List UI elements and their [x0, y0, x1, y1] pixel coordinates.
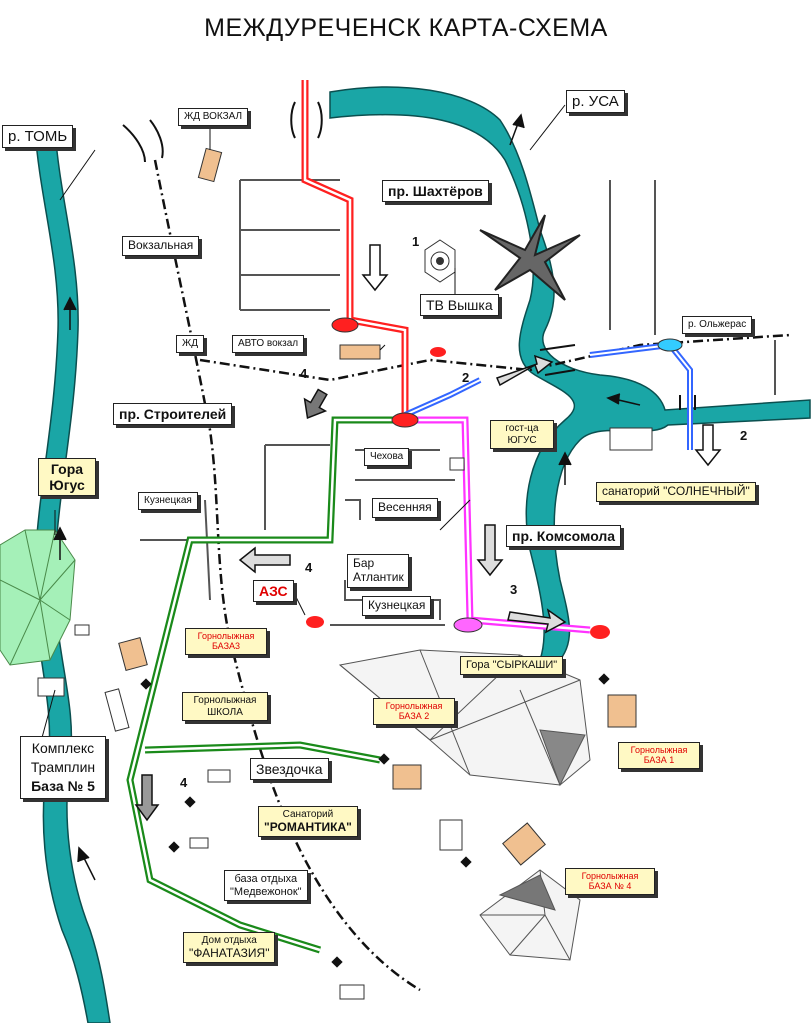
roundabout-south — [453, 617, 483, 633]
marker-number-4c: 4 — [180, 775, 188, 790]
tv-tower-icon — [424, 239, 456, 283]
marker-number-1: 1 — [412, 234, 420, 249]
roundabout-center — [391, 412, 419, 428]
label-pr-shakhterov: пр. Шахтёров — [382, 180, 489, 203]
label-base-medvezhonok: база отдыха"Медвежонок" — [224, 870, 308, 902]
label-ski-base3: Горнолыжная БАЗА3 — [185, 628, 267, 655]
bridge-marks — [122, 101, 696, 410]
marker-number-4b: 4 — [305, 560, 313, 575]
road-pr-komsomola — [405, 416, 591, 634]
zhd-vokzal-building-icon — [197, 147, 223, 183]
ski-base1-building-icon — [607, 694, 637, 728]
label-kuznetskaya-left: Кузнецкая — [138, 492, 198, 510]
label-dom-fantasia: Дом отдыха"ФАНАТАЗИЯ" — [183, 932, 276, 964]
label-hotel-yugus: гост-ца ЮГУС — [490, 420, 554, 449]
diamond-markers — [140, 673, 610, 968]
road-green — [126, 416, 400, 954]
gora-yugus-mountain — [0, 529, 76, 666]
road-pr-shakhterov — [301, 80, 409, 420]
marker-number-3: 3 — [510, 582, 518, 597]
roundabout-north — [331, 317, 359, 333]
marker-number-4a: 4 — [300, 366, 308, 381]
marker-number-2b: 2 — [740, 428, 748, 443]
label-zvezdochka: Звездочка — [250, 758, 329, 781]
building-icon — [104, 688, 130, 732]
label-chekhova: Чехова — [364, 448, 410, 466]
compass-star-icon — [479, 214, 581, 301]
map-title: МЕЖДУРЕЧЕНСК КАРТА-СХЕМА — [204, 14, 608, 42]
label-kuznetskaya: Кузнецкая — [362, 596, 432, 616]
road-blue — [403, 341, 693, 450]
marker-red-azs — [306, 616, 324, 628]
marker-number-2a: 2 — [462, 370, 470, 385]
label-river-tom: р. ТОМЬ — [2, 125, 74, 149]
building-icon — [207, 769, 231, 783]
leader-lines — [39, 104, 566, 746]
label-gora-yugus: Гора Югус — [38, 458, 96, 497]
mountain-south — [479, 869, 581, 961]
label-river-usa: р. УСА — [566, 90, 625, 114]
label-r-olzheras: р. Ольжерас — [682, 316, 753, 334]
label-gora-syrkashi: Гора "СЫРКАШИ" — [460, 656, 564, 675]
label-pr-stroiteley: пр. Строителей — [113, 403, 233, 426]
building-icon — [339, 984, 365, 1000]
roundabout-east — [657, 338, 683, 352]
marker-red-1 — [430, 347, 446, 357]
label-ski-base4: Горнолыжная БАЗА № 4 — [565, 868, 655, 895]
label-zhd-vokzal: ЖД ВОКЗАЛ — [178, 108, 249, 126]
arrow-icons — [134, 244, 722, 822]
label-ski-base2: Горнолыжная БАЗА 2 — [373, 698, 455, 725]
label-azs: АЗС — [253, 580, 294, 603]
building-icon — [37, 677, 65, 697]
ski-base3-building-icon — [118, 637, 148, 671]
ski-base4-building-icon — [502, 822, 546, 866]
label-avto-vokzal: АВТО вокзал — [232, 335, 305, 353]
building-icon — [439, 819, 463, 851]
railway — [153, 159, 791, 992]
building-icon — [449, 457, 465, 471]
building-icon — [189, 837, 209, 849]
label-bar-atlantic: Бар Атлантик — [347, 554, 409, 588]
building-icon — [609, 427, 653, 451]
label-pr-komsomola: пр. Комсомола — [506, 525, 622, 548]
river-flow-arrows — [53, 113, 641, 881]
label-zhd: ЖД — [176, 335, 205, 353]
building-icon — [74, 624, 90, 636]
avto-vokzal-building-icon — [339, 344, 381, 360]
marker-red-3 — [590, 625, 610, 639]
label-ski-base1: Горнолыжная БАЗА 1 — [618, 742, 700, 769]
label-vesennyaya: Весенняя — [372, 498, 438, 518]
label-vokzalnaya: Вокзальная — [122, 236, 200, 256]
ski-base2-building-icon — [392, 764, 422, 790]
label-sanatorium-romantika: Санаторий"РОМАНТИКА" — [258, 806, 358, 838]
label-ski-school: Горнолыжная ШКОЛА — [182, 692, 268, 721]
label-base5: База № 5 — [31, 777, 95, 794]
label-sanatorium-solnechny: санаторий "СОЛНЕЧНЫЙ" — [596, 482, 756, 502]
label-tv-tower: ТВ Вышка — [420, 294, 499, 317]
